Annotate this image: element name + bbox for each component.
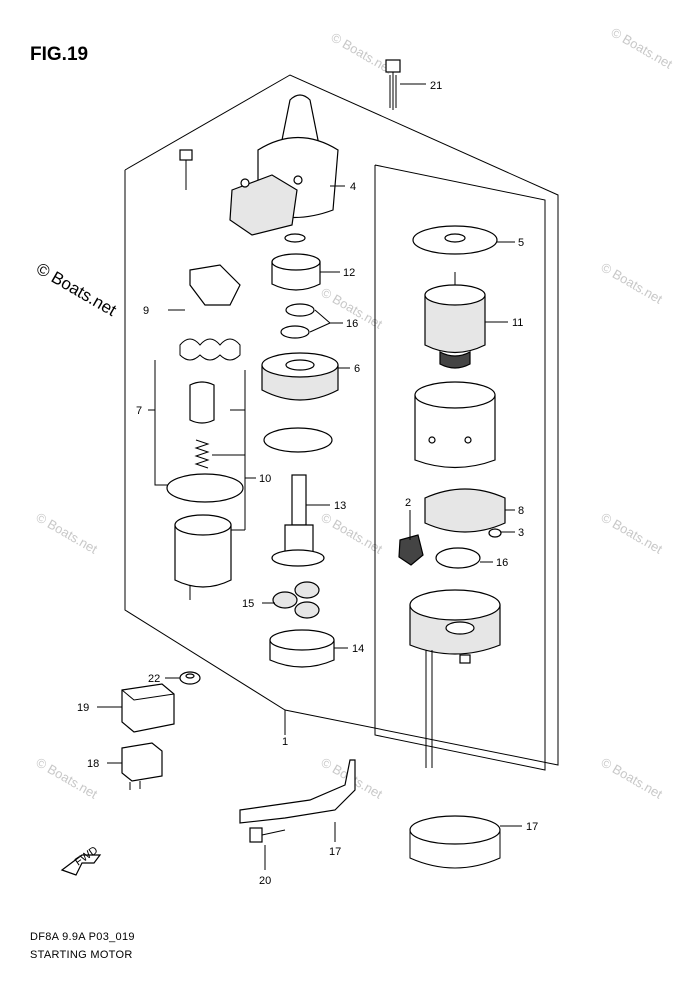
watermark: © Boats.net xyxy=(329,30,396,77)
armature-11 xyxy=(424,272,486,369)
watermarks: © Boats.net © Boats.net © Boats.net © Bo… xyxy=(33,25,675,802)
plate-10 xyxy=(166,473,244,503)
plate-5 xyxy=(412,225,498,255)
watermark: © Boats.net xyxy=(599,510,666,557)
callout-9: 9 xyxy=(143,305,149,317)
bolt-22 xyxy=(385,59,401,110)
callout-5: 5 xyxy=(518,237,524,249)
end-housing xyxy=(409,589,501,655)
callout-20: 19 xyxy=(77,702,89,714)
nut-small xyxy=(459,654,471,664)
lever-9 xyxy=(189,264,241,306)
callout-14: 14 xyxy=(352,643,364,655)
relay-19 xyxy=(121,742,163,790)
plunger xyxy=(189,381,215,424)
through-bolt xyxy=(425,650,433,768)
figure-code: DF8A 9.9A P03_019 xyxy=(30,931,135,943)
bracket-17 xyxy=(239,759,356,824)
inner-frame xyxy=(374,164,546,771)
watermark: © Boats.net xyxy=(599,260,666,307)
gears-15 xyxy=(272,581,320,619)
watermark: © Boats.net xyxy=(609,25,676,72)
callout-8: 8 xyxy=(518,505,524,517)
solenoid-body xyxy=(174,514,232,600)
callout-1: 1 xyxy=(282,736,288,748)
callout-21: 20 xyxy=(259,875,271,887)
callout-3: 3 xyxy=(518,527,524,539)
bolt-left xyxy=(179,149,193,190)
shaft-13 xyxy=(271,474,325,567)
nut-23 xyxy=(179,671,201,685)
callout-17: 17 xyxy=(329,846,341,858)
callout-7: 7 xyxy=(136,405,142,417)
callout-16a: 16 xyxy=(346,318,358,330)
assembly-frame xyxy=(124,74,559,766)
callout-2: 2 xyxy=(405,497,411,509)
relay-20 xyxy=(121,683,175,733)
washers-16 xyxy=(280,303,315,339)
callout-10: 10 xyxy=(259,473,271,485)
callout-18: 17 xyxy=(526,821,538,833)
solenoid-housing-4 xyxy=(229,94,339,236)
bracket-6 xyxy=(261,352,339,401)
ring-gear-14 xyxy=(269,629,335,668)
washer-16-lower xyxy=(435,547,481,569)
nut-3 xyxy=(488,528,502,538)
figure-title: FIG.19 xyxy=(30,44,88,65)
bolt-21 xyxy=(249,827,286,843)
fwd-label: FWD xyxy=(73,844,100,868)
callout-6: 6 xyxy=(354,363,360,375)
callout-15: 15 xyxy=(242,598,254,610)
callout-11: 11 xyxy=(512,317,523,329)
gasket xyxy=(263,427,333,453)
fwd-arrow: FWD xyxy=(60,844,102,876)
figure-name: STARTING MOTOR xyxy=(30,949,133,961)
watermark: © Boats.net xyxy=(34,510,101,557)
brush-2 xyxy=(398,534,424,566)
callout-22: 21 xyxy=(430,80,442,92)
callout-12: 12 xyxy=(343,267,355,279)
brush-holder-8 xyxy=(424,488,506,533)
callout-16b: 16 xyxy=(496,557,508,569)
callouts: 21 4 5 12 9 16 11 6 7 10 2 13 8 3 16 15 … xyxy=(77,80,538,887)
callout-13: 13 xyxy=(334,500,346,512)
callout-19: 18 xyxy=(87,758,99,770)
spring-wire xyxy=(179,338,241,361)
pinion-12 xyxy=(271,233,321,291)
watermark-large: © Boats.net xyxy=(33,259,120,320)
spring-small xyxy=(194,439,210,469)
callout-23: 22 xyxy=(148,673,160,685)
watermark: © Boats.net xyxy=(599,755,666,802)
leader-lines xyxy=(97,83,522,870)
band-18 xyxy=(409,815,501,869)
callout-4: 4 xyxy=(350,181,356,193)
yoke xyxy=(414,381,496,469)
